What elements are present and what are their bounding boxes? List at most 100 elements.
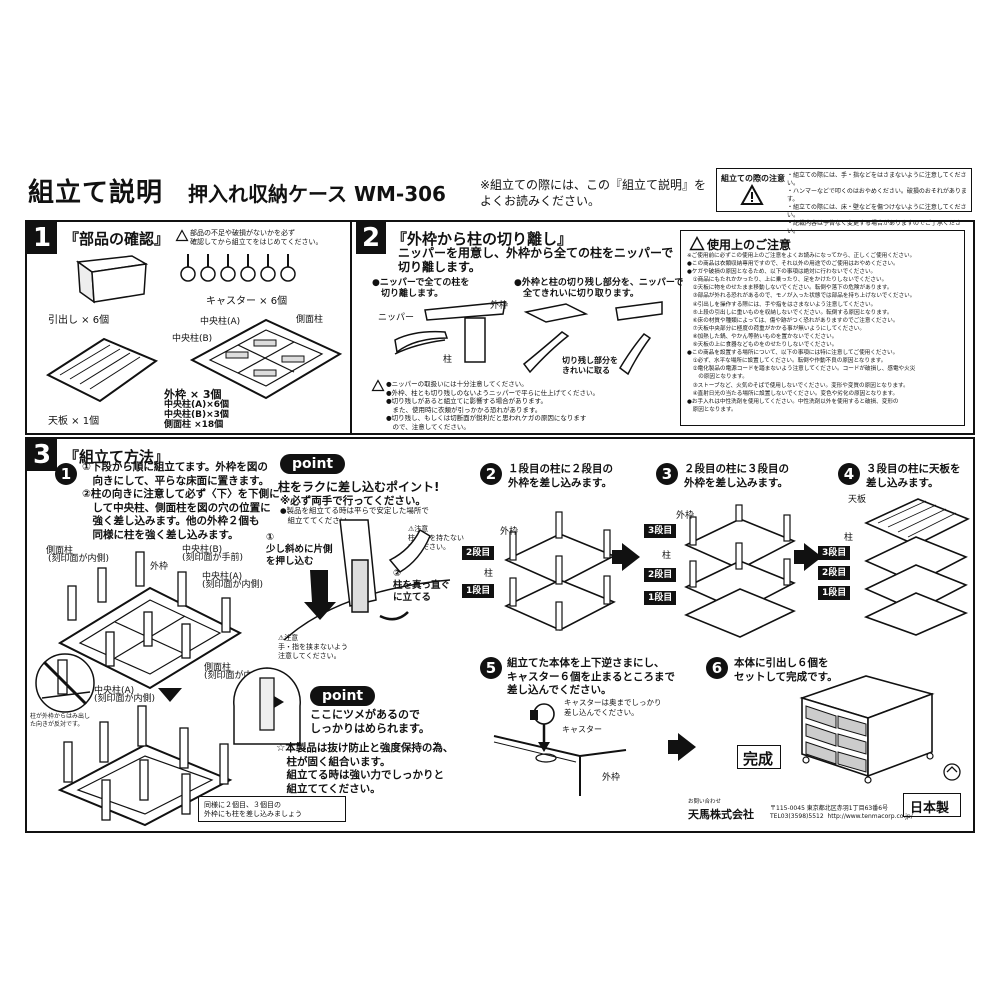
side-pillar-note-b: (刻印面が内側) bbox=[204, 671, 266, 681]
step-arrow-1 bbox=[622, 543, 640, 571]
center-pillar-a-label: 中央柱(A) bbox=[200, 317, 241, 327]
step5-marker: 5 bbox=[480, 657, 502, 679]
pillar-label-step4: 柱 bbox=[844, 533, 854, 543]
side-pillar-note: (刻印面が内側) bbox=[48, 554, 110, 564]
section2-title: 『外枠から柱の切り離し』 bbox=[392, 230, 573, 248]
side-pillar-label-s3: 側面柱 bbox=[46, 546, 74, 556]
usage-notes-box: 使用上のご注意 ※ご使用前に必ずこの使用上のご注意をよくお読みになってから、正し… bbox=[680, 230, 965, 426]
point-badge-2: point bbox=[310, 686, 376, 706]
recycle-mark-icon bbox=[943, 763, 961, 781]
center-b-note: (刻印面が手前) bbox=[182, 553, 244, 563]
tier2-tag-s4: 2段目 bbox=[818, 566, 851, 580]
read-note: ※組立ての際には、この『組立て説明』を よくお読みください。 bbox=[480, 178, 707, 208]
same-note: 同様に２個目、３個目の 外枠にも柱を差し込みましょう bbox=[204, 801, 302, 818]
warning-icon bbox=[689, 236, 705, 251]
section2-bullet2: ●外枠と柱の切り残し部分を、ニッパーで 全てきれいに切り取ります。 bbox=[514, 278, 684, 299]
pillar-label-step2: 柱 bbox=[484, 569, 494, 579]
pillar-label-step3: 柱 bbox=[662, 551, 672, 561]
step-arrow-bar-2 bbox=[794, 550, 804, 564]
down-arrow bbox=[158, 688, 182, 702]
tier2-tag-s3: 2段目 bbox=[644, 568, 677, 582]
frame-label-s2: 外枠 bbox=[490, 301, 509, 311]
tier1-tag: 1段目 bbox=[462, 584, 495, 598]
step5-note: キャスターは奥までしっかり 差し込んでください。 bbox=[564, 698, 662, 717]
frame-illustration bbox=[189, 318, 343, 400]
complete-badge: 完成 bbox=[737, 745, 781, 769]
claw-detail-illustration bbox=[233, 667, 301, 745]
section3-title: 『組立て方法』 bbox=[64, 448, 170, 466]
step-arrow-2 bbox=[804, 543, 822, 571]
center-b-label-s3: 中央柱(B) bbox=[182, 545, 223, 555]
center-pillar-b-label: 中央柱(B) bbox=[172, 334, 213, 344]
center-a-note: (刻印面が内側) bbox=[202, 580, 264, 590]
pillar-orientation-detail bbox=[35, 653, 95, 713]
frame-label: 外枠 × 3個 bbox=[164, 388, 222, 401]
section1-warn: 部品の不足や破損がないかを必ず 確認してから組立てをはじめてください。 bbox=[190, 229, 323, 246]
caution-box-lines: ・組立ての際には、手・指などをはさまないように注意してください。 ・ハンマーなど… bbox=[787, 172, 967, 235]
center-a-label-s3: 中央柱(A) bbox=[202, 572, 243, 582]
tier3-tag-s4: 3段目 bbox=[818, 546, 851, 560]
caution2: ⚠注意 手・指を挟まないよう 注意してください。 bbox=[278, 634, 348, 660]
section3-number: 3 bbox=[27, 439, 57, 471]
page-title: 組立て説明 bbox=[28, 178, 164, 208]
usage-title: 使用上のご注意 bbox=[707, 238, 792, 252]
section1-divider bbox=[350, 220, 352, 435]
step5-caster-illustration bbox=[493, 703, 627, 796]
frame-label-step3: 外枠 bbox=[676, 511, 695, 521]
warning-icon bbox=[371, 379, 385, 392]
step1-text: ①下段から順に組立てます。外枠を図の 向きにして、平らな床面に置きます。 ②柱の… bbox=[82, 461, 280, 541]
caster-label: キャスター × 6個 bbox=[206, 296, 288, 307]
step2-marker: 2 bbox=[480, 463, 502, 485]
section2-lead: ニッパーを用意し、外枠から全ての柱をニッパーで 切り離します。 bbox=[398, 246, 674, 274]
top-sections-frame bbox=[25, 220, 975, 435]
warning-icon bbox=[175, 229, 189, 242]
company-address: 〒115-0045 東京都北区赤羽1丁目63番6号 TEL03(3598)551… bbox=[770, 805, 913, 820]
frame-label-step5: 外枠 bbox=[602, 773, 621, 783]
warning-icon bbox=[740, 183, 764, 205]
strong-note: ☆本製品は抜け防止と強度保持の為、 柱が固く組合います。 組立てる時は強い力でし… bbox=[276, 742, 454, 795]
tier3-tag-s3: 3段目 bbox=[644, 524, 677, 538]
pillar-label-s2: 柱 bbox=[443, 355, 453, 365]
complete-label: 完成 bbox=[743, 750, 774, 768]
section3-frame bbox=[25, 437, 975, 833]
top-board-illustration bbox=[45, 337, 159, 403]
claw-title: ここにツメがあるので しっかりはめられます。 bbox=[310, 708, 430, 735]
caster-illustration bbox=[180, 254, 296, 282]
point-step2: ② 柱を真っ直ぐ に立てる bbox=[393, 568, 451, 603]
caution1: ⚠注意 柱の下を持たない でください。 bbox=[408, 525, 464, 551]
assembly-caution-box: 組立ての際の注意 ・組立ての際には、手・指などをはさまないように注意してください… bbox=[716, 168, 972, 235]
side-pillar-label: 側面柱 bbox=[296, 315, 324, 325]
step6-text: 本体に引出し６個を セットして完成です。 bbox=[734, 657, 838, 683]
step2-illustration bbox=[504, 511, 616, 631]
trim-illustration bbox=[522, 301, 663, 376]
point-note: ●製品を組立てる時は平らで安定した場所で 組立ててください。 bbox=[280, 506, 429, 525]
step1-assembled-illustration bbox=[57, 705, 233, 827]
product-subtitle: 押入れ収納ケース WM-306 bbox=[188, 182, 446, 206]
point-title: 柱をラクに差し込むポイント! bbox=[278, 480, 440, 494]
frame-detail: 中央柱(A)×6個 中央柱(B)×3個 側面柱 ×18個 bbox=[164, 400, 229, 430]
made-in-japan-badge: 日本製 bbox=[903, 793, 961, 817]
caster-label-step5: キャスター bbox=[562, 725, 602, 734]
company-contact-label: お問い合わせ bbox=[688, 799, 722, 805]
usage-text: ※ご使用前に必ずこの使用上のご注意をよくお読みになってから、正しくご使用ください… bbox=[687, 253, 916, 413]
section2-number: 2 bbox=[356, 222, 386, 254]
drawer-illustration bbox=[75, 255, 149, 304]
section1-title: 『部品の確認』 bbox=[64, 230, 170, 248]
point-hand-illustration bbox=[283, 519, 451, 641]
point-badge: point bbox=[280, 454, 346, 474]
drawer-label: 引出し × 6個 bbox=[48, 315, 110, 326]
step4-text: ３段目の柱に天板を 差し込みます。 bbox=[866, 463, 961, 489]
section2-warnings: ●ニッパーの取扱いには十分注意してください。 ●外枠、柱とも切り残しのないようニ… bbox=[386, 380, 599, 431]
tier1-tag-s3: 1段目 bbox=[644, 591, 677, 605]
tier2-tag: 2段目 bbox=[462, 546, 495, 560]
step1-frame-pillars-illustration bbox=[57, 551, 243, 690]
step5-text: 組立てた本体を上下逆さまにし、 キャスター６個を止まるところまで 差し込んでくだ… bbox=[507, 657, 675, 696]
point-step1: ① 少し斜めに片側 を押し込む bbox=[266, 532, 333, 567]
step3-marker: 3 bbox=[656, 463, 678, 485]
company-name: 天馬株式会社 bbox=[688, 808, 754, 821]
step3-illustration bbox=[684, 504, 796, 638]
step-arrow-3 bbox=[678, 733, 696, 761]
cut-note: 切り残し部分を きれいに取る bbox=[562, 356, 618, 375]
caution-box-label: 組立ての際の注意 bbox=[721, 174, 785, 183]
section2-bullet1: ●ニッパーで全ての柱を 切り離します。 bbox=[372, 278, 470, 299]
